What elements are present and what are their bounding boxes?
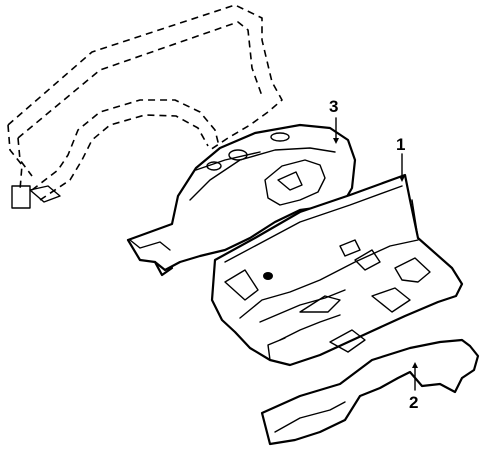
arrowhead-3 — [333, 138, 339, 144]
fender-outline — [7, 4, 283, 209]
arrowhead-1 — [399, 176, 405, 182]
callout-label-1: 1 — [396, 135, 405, 154]
arrowhead-2 — [412, 362, 418, 368]
callout-label-3: 3 — [329, 97, 338, 116]
callout-label-2: 2 — [409, 393, 418, 412]
cowl-panel — [210, 173, 464, 367]
insulator-pad — [260, 338, 480, 446]
leader-lines — [333, 117, 418, 391]
